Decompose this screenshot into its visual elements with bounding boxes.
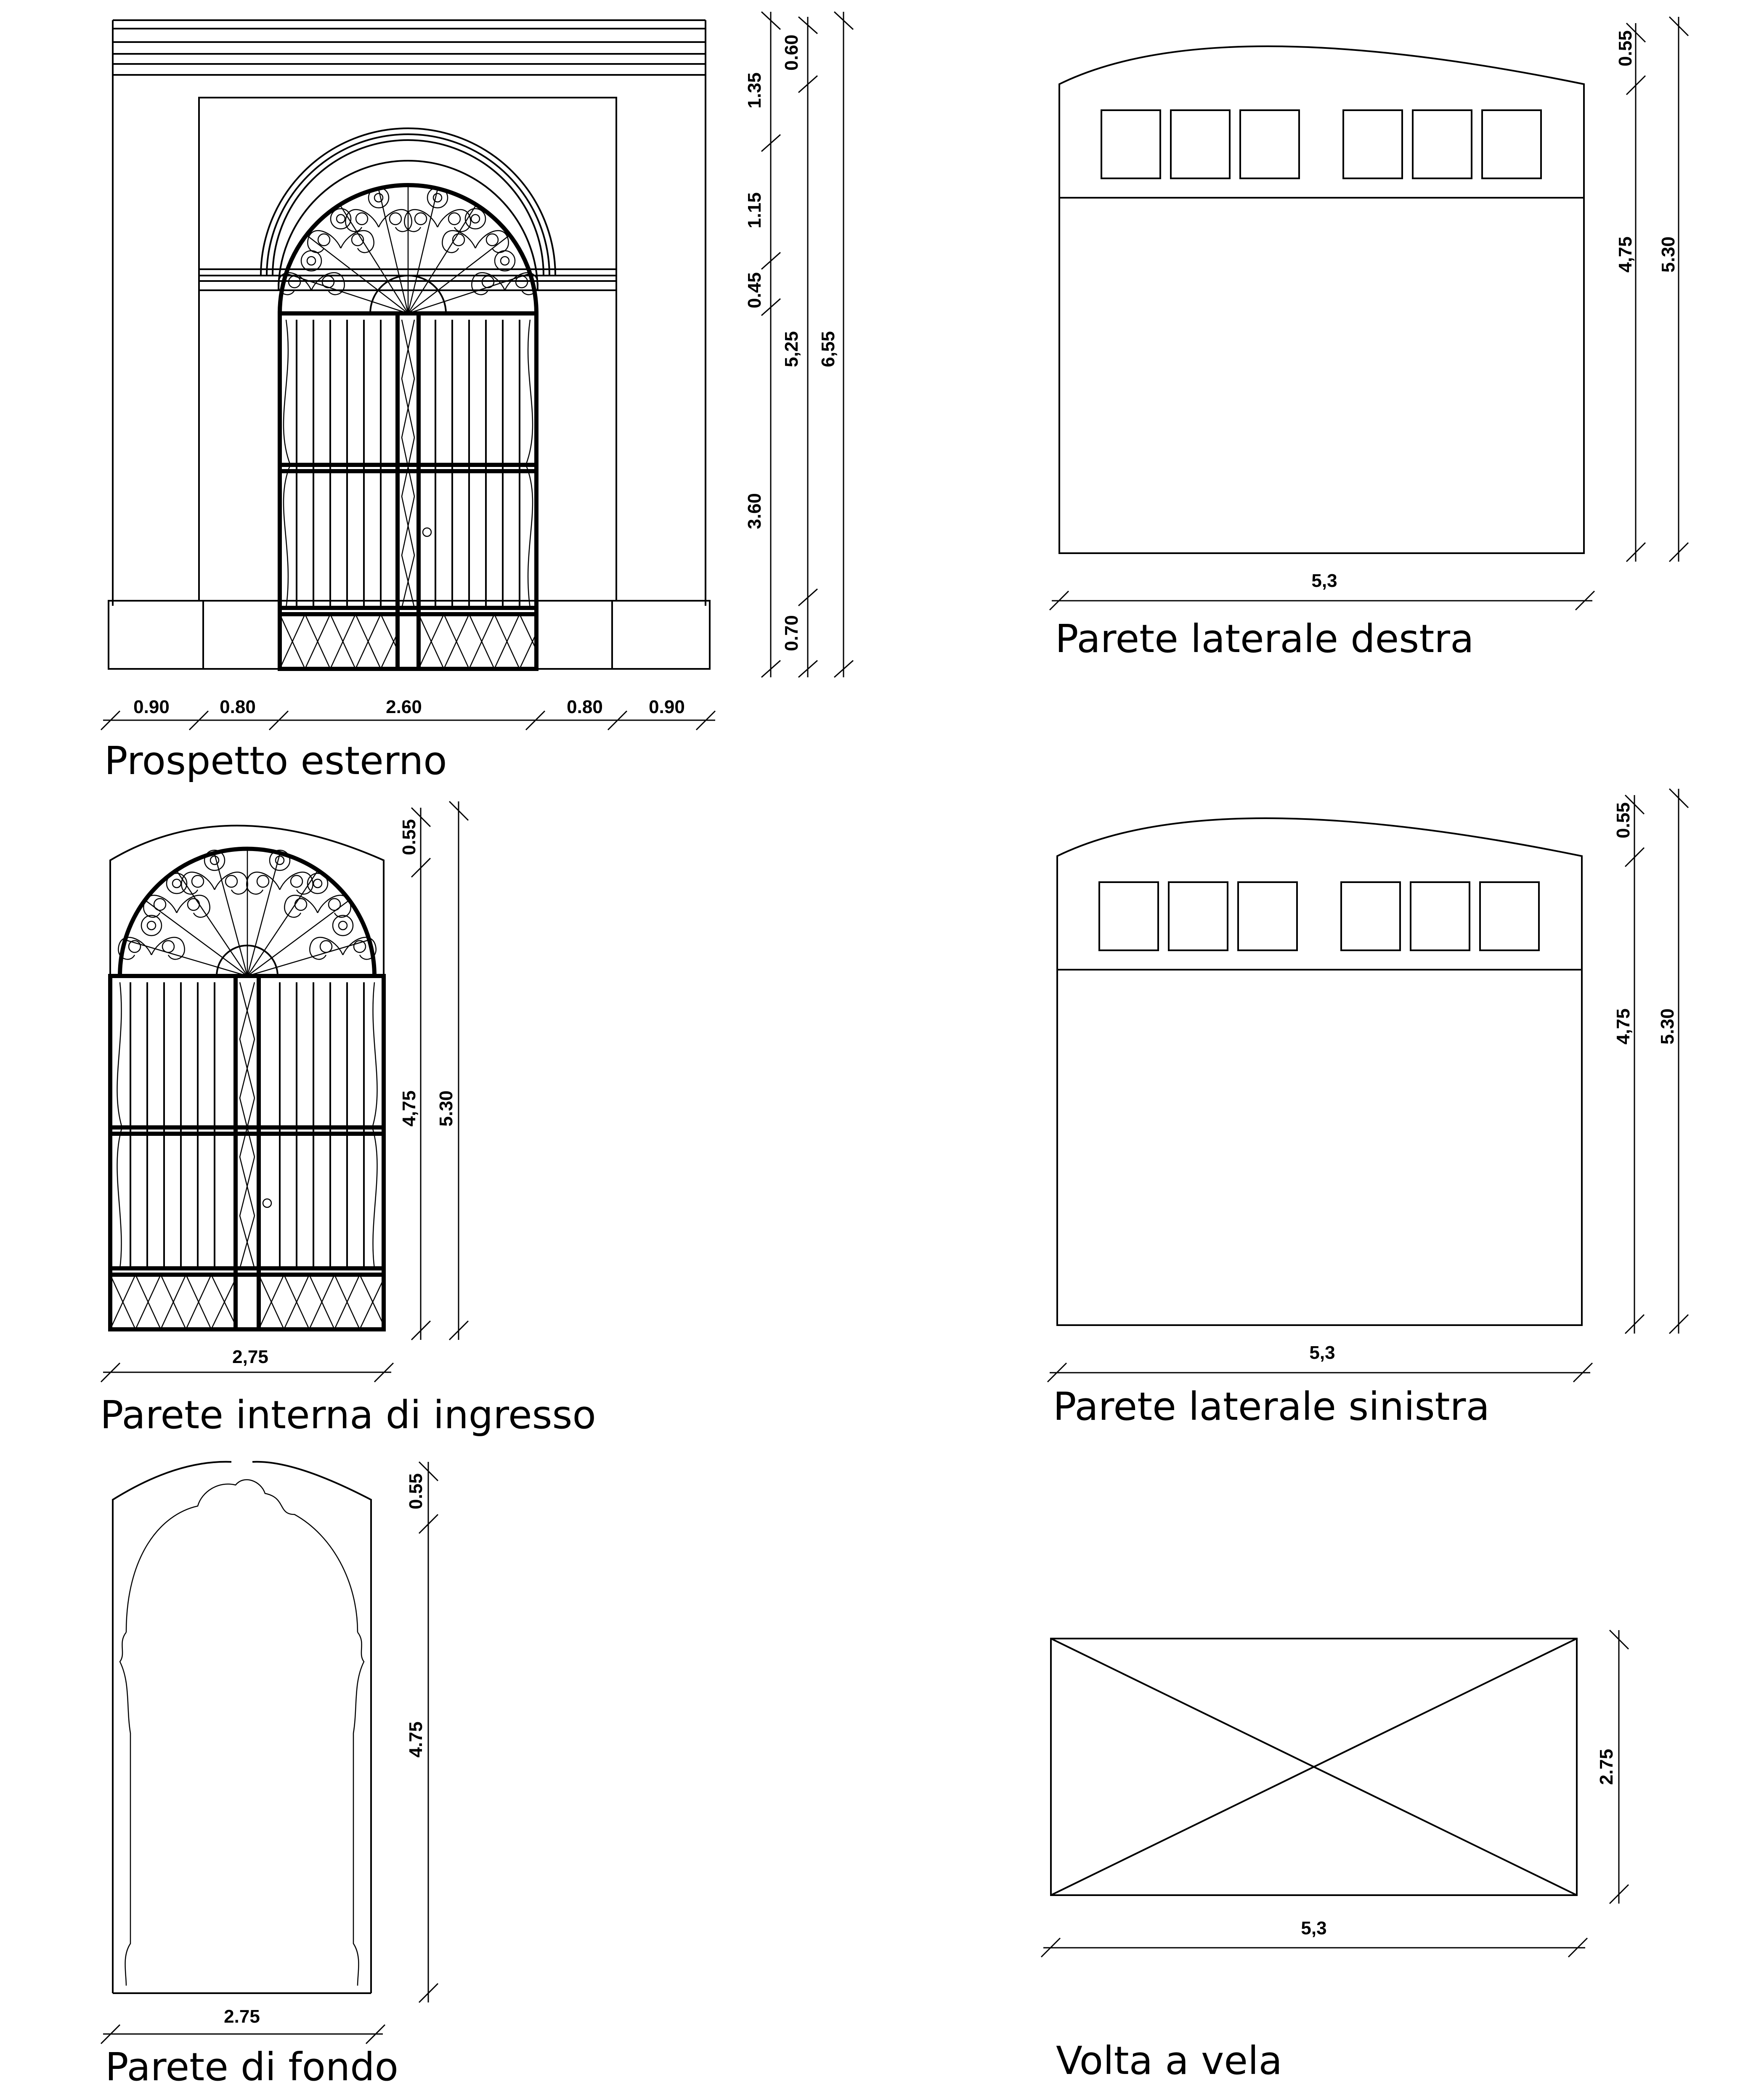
- sinistra-dim-v-1: 0.55: [1613, 802, 1634, 838]
- sinistra-dim-width: 5,3: [1309, 1342, 1335, 1363]
- prospetto-dim-v-3: 0.45: [744, 272, 765, 308]
- ingresso-dim-width: 2,75: [232, 1347, 268, 1367]
- volta-dim-depth: 2.75: [1596, 1749, 1617, 1785]
- prospetto-dim-v-6: 5,25: [781, 331, 802, 367]
- fondo-dim-width: 2.75: [224, 2006, 260, 2027]
- destra-dim-v-2: 4,75: [1615, 236, 1636, 273]
- prospetto-dim-v-7: 0.70: [781, 615, 802, 651]
- destra-dim-v-1: 0.55: [1615, 30, 1636, 66]
- prospetto-dim-v-1: 1.35: [744, 72, 765, 109]
- prospetto-dim-h-5: 0.90: [649, 697, 685, 717]
- prospetto-dim-v-2: 1.15: [744, 192, 765, 228]
- prospetto-esterno-title: Prospetto esterno: [104, 738, 447, 783]
- prospetto-dim-h-3: 2.60: [386, 697, 422, 717]
- fondo-dim-v-1: 0.55: [406, 1473, 426, 1509]
- ingresso-dim-v-1: 0.55: [399, 819, 419, 855]
- volta-dim-width: 5,3: [1301, 1918, 1326, 1938]
- prospetto-dim-h-1: 0.90: [133, 697, 170, 717]
- prospetto-dim-v-4: 3.60: [744, 493, 765, 529]
- parete-laterale-destra-title: Parete laterale destra: [1055, 616, 1474, 661]
- parete-interna-ingresso-title: Parete interna di ingresso: [100, 1392, 596, 1437]
- fondo-dim-v-2: 4.75: [406, 1721, 426, 1758]
- sinistra-dim-v-total: 5.30: [1657, 1008, 1678, 1045]
- volta-a-vela: 5,3 2.75 Volta a vela: [1040, 1629, 1629, 2083]
- sinistra-dim-v-2: 4,75: [1613, 1008, 1634, 1045]
- prospetto-dim-v-total: 6,55: [818, 331, 838, 367]
- ingresso-dim-v-2: 4,75: [399, 1090, 419, 1127]
- prospetto-esterno: 0.90 0.80 2.60 0.80 0.90 1.35 1.15 0.45 …: [100, 11, 854, 783]
- destra-dim-v-total: 5.30: [1658, 236, 1679, 273]
- ingresso-dim-v-total: 5.30: [436, 1090, 456, 1127]
- parete-laterale-sinistra-title: Parete laterale sinistra: [1053, 1384, 1490, 1429]
- destra-dim-width: 5,3: [1311, 570, 1337, 591]
- parete-laterale-destra: 5,3 0.55 4,75 5.30 Parete laterale destr…: [1049, 16, 1689, 661]
- prospetto-dim-h-4: 0.80: [567, 697, 603, 717]
- parete-di-fondo: 2.75 0.55 4.75 Parete di fondo: [100, 1461, 439, 2087]
- parete-laterale-sinistra: 5,3 0.55 4,75 5.30 Parete laterale sinis…: [1047, 788, 1689, 1429]
- prospetto-dim-h-2: 0.80: [220, 697, 256, 717]
- parete-di-fondo-title: Parete di fondo: [105, 2045, 398, 2087]
- prospetto-dim-v-5: 0.60: [781, 34, 802, 71]
- parete-interna-ingresso: 2,75 0.55 4,75 5.30 Parete interna di in…: [100, 801, 596, 1437]
- volta-a-vela-title: Volta a vela: [1056, 2038, 1282, 2083]
